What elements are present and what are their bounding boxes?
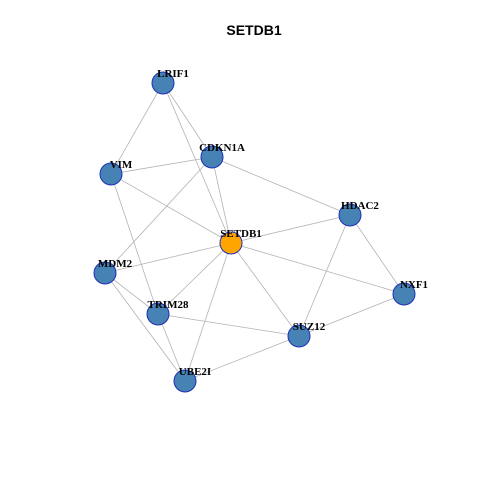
- edge-setdb1-nxf1: [230, 242, 405, 295]
- edge-lrif1-vim: [110, 82, 164, 175]
- edge-suz12-nxf1: [298, 293, 405, 337]
- edge-mdm2-ube2i: [104, 272, 186, 382]
- edge-lrif1-setdb1: [162, 82, 232, 244]
- edge-cdkn1a-mdm2: [104, 156, 213, 274]
- edge-setdb1-mdm2: [104, 242, 232, 274]
- node-label-mdm2: MDM2: [98, 258, 133, 270]
- node-label-cdkn1a: CDKN1A: [199, 142, 245, 154]
- node-vim: [99, 162, 123, 186]
- node-label-suz12: SUZ12: [293, 321, 326, 333]
- edge-trim28-ube2i: [157, 313, 186, 382]
- node-mdm2: [93, 261, 117, 285]
- node-label-trim28: TRIM28: [148, 299, 189, 311]
- edge-setdb1-hdac2: [230, 214, 351, 244]
- edge-trim28-suz12: [157, 313, 300, 337]
- edge-hdac2-nxf1: [349, 214, 405, 295]
- node-lrif1: [151, 71, 175, 95]
- edge-cdkn1a-setdb1: [211, 156, 232, 244]
- node-cdkn1a: [200, 145, 224, 169]
- node-label-vim: VIM: [110, 159, 133, 171]
- node-label-hdac2: HDAC2: [341, 200, 379, 212]
- node-layer: [93, 71, 416, 393]
- node-nxf1: [392, 282, 416, 306]
- node-ube2i: [173, 369, 197, 393]
- node-label-lrif1: LRIF1: [157, 68, 189, 80]
- node-setdb1: [219, 231, 243, 255]
- node-label-setdb1: SETDB1: [220, 228, 262, 240]
- node-suz12: [287, 324, 311, 348]
- edge-setdb1-ube2i: [184, 242, 232, 382]
- node-label-ube2i: UBE2I: [179, 366, 211, 378]
- diagram-title: SETDB1: [226, 22, 281, 38]
- edge-vim-setdb1: [110, 173, 232, 244]
- edge-layer: [104, 82, 405, 382]
- edge-hdac2-suz12: [298, 214, 351, 337]
- edge-suz12-ube2i: [184, 335, 300, 382]
- edge-lrif1-cdkn1a: [162, 82, 213, 158]
- edge-vim-cdkn1a: [110, 156, 213, 175]
- edge-setdb1-trim28: [157, 242, 232, 315]
- edge-vim-trim28: [110, 173, 159, 315]
- edge-setdb1-suz12: [230, 242, 300, 337]
- node-trim28: [146, 302, 170, 326]
- node-label-nxf1: NXF1: [400, 279, 428, 291]
- edge-cdkn1a-hdac2: [211, 156, 351, 216]
- node-hdac2: [338, 203, 362, 227]
